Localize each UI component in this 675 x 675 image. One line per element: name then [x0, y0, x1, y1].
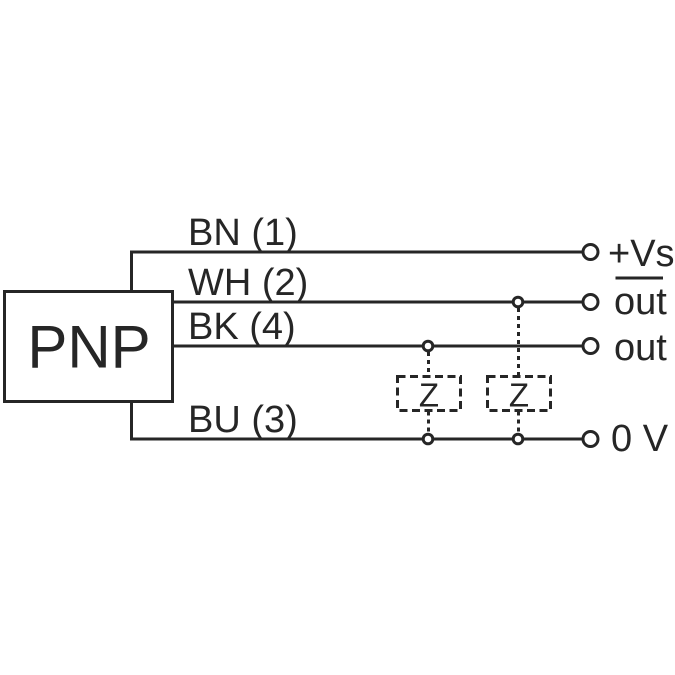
terminal-out-inv-label: out — [614, 281, 667, 323]
wire-wh-label: WH (2) — [188, 262, 308, 304]
terminal-circle-vs — [581, 243, 600, 261]
terminal-0v-label: 0 V — [611, 418, 669, 460]
terminal-circle-out — [581, 337, 600, 355]
wire-bn-label: BN (1) — [188, 212, 298, 254]
wire-bu-label: BU (3) — [188, 399, 298, 441]
junction-bk-load1 — [421, 339, 435, 353]
load2-box — [486, 375, 552, 412]
wire-bn-line — [130, 250, 582, 291]
device-label: PNP — [27, 314, 150, 381]
wire-bu-line — [130, 402, 582, 441]
junction-0v-load2 — [511, 432, 525, 446]
load1-box — [396, 375, 462, 412]
device-box — [3, 290, 174, 403]
junction-0v-load1 — [421, 432, 435, 446]
junction-wh-load2 — [511, 295, 525, 309]
terminal-out-label: out — [614, 327, 667, 369]
load1-label: Z — [419, 377, 439, 414]
wire-bk-label: BK (4) — [188, 306, 296, 348]
terminal-circle-out-inv — [581, 293, 600, 311]
load2-label: Z — [509, 377, 529, 414]
terminal-vs-label: +Vs — [608, 233, 675, 275]
terminal-circle-0v — [581, 430, 600, 448]
